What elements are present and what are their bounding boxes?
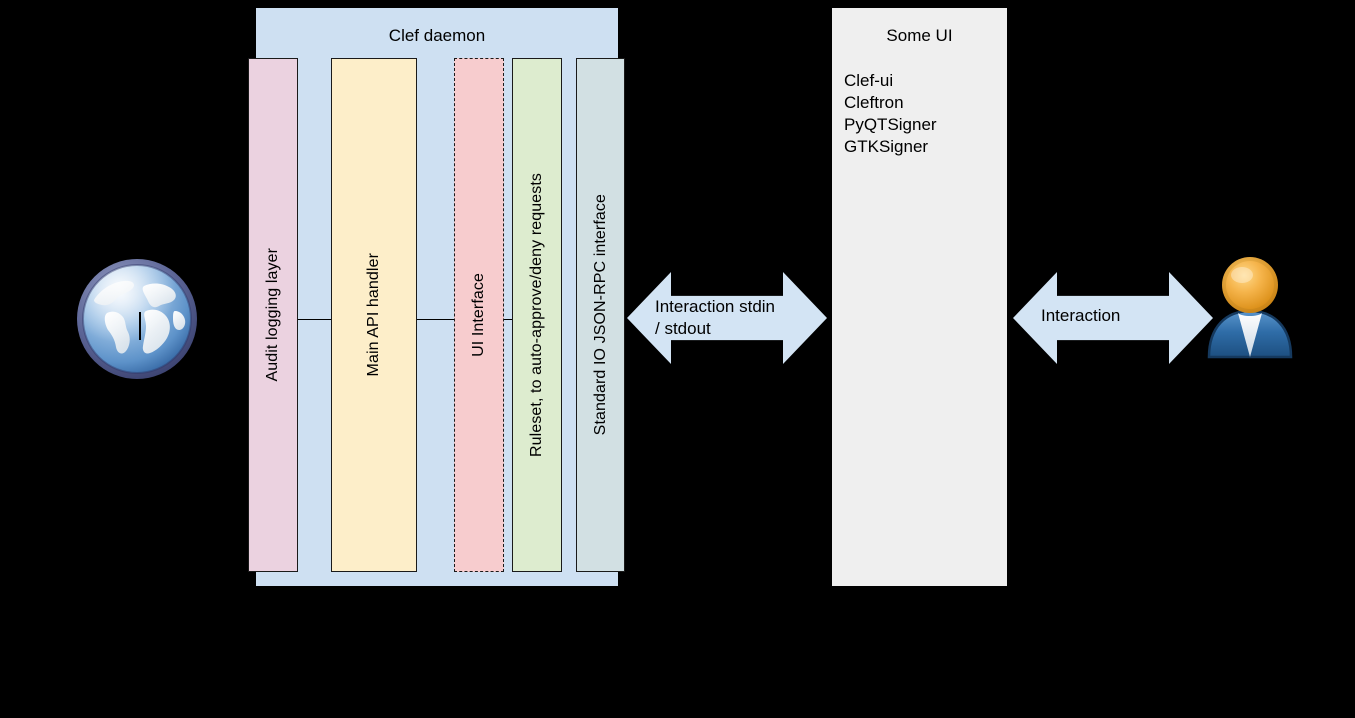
list-item[interactable]: GTKSigner: [844, 137, 929, 156]
list-item[interactable]: PyQTSigner: [844, 115, 937, 134]
some-ui-title: Some UI: [886, 26, 953, 45]
globe-icon: [74, 256, 200, 382]
arrow-interaction-stdio-label: Interaction stdin / stdout: [655, 297, 776, 338]
arrow-interaction-user-label: Interaction: [1041, 306, 1121, 325]
layer-json-rpc-interface-label: Standard IO JSON-RPC interface: [591, 194, 609, 436]
connector-audit-api: [297, 319, 332, 320]
layer-audit-logging[interactable]: Audit logging layer: [248, 58, 298, 572]
layer-audit-logging-label: Audit logging layer: [264, 248, 281, 382]
list-item[interactable]: Clef-ui: [844, 71, 894, 90]
some-ui-list: Clef-ui Cleftron PyQTSigner GTKSigner: [844, 70, 937, 158]
connector-ui-ruleset: [503, 319, 513, 320]
layer-ui-interface-label: UI Interface: [470, 273, 487, 357]
clef-daemon-title: Clef daemon: [388, 26, 486, 45]
layer-main-api-handler-label: Main API handler: [365, 253, 382, 377]
clef-daemon-container: Clef daemon: [256, 8, 618, 586]
list-item[interactable]: Cleftron: [844, 93, 904, 112]
connector-api-ui: [416, 319, 455, 320]
layer-ui-interface[interactable]: UI Interface: [454, 58, 504, 572]
layer-ruleset[interactable]: Ruleset, to auto-approve/deny requests: [512, 58, 562, 572]
user-icon: [1204, 253, 1296, 361]
some-ui-container: Some UI Clef-ui Cleftron PyQTSigner GTKS…: [832, 8, 1007, 586]
layer-json-rpc-interface[interactable]: Standard IO JSON-RPC interface: [576, 58, 625, 572]
layer-ruleset-label: Ruleset, to auto-approve/deny requests: [528, 173, 545, 457]
layer-main-api-handler[interactable]: Main API handler: [331, 58, 417, 572]
